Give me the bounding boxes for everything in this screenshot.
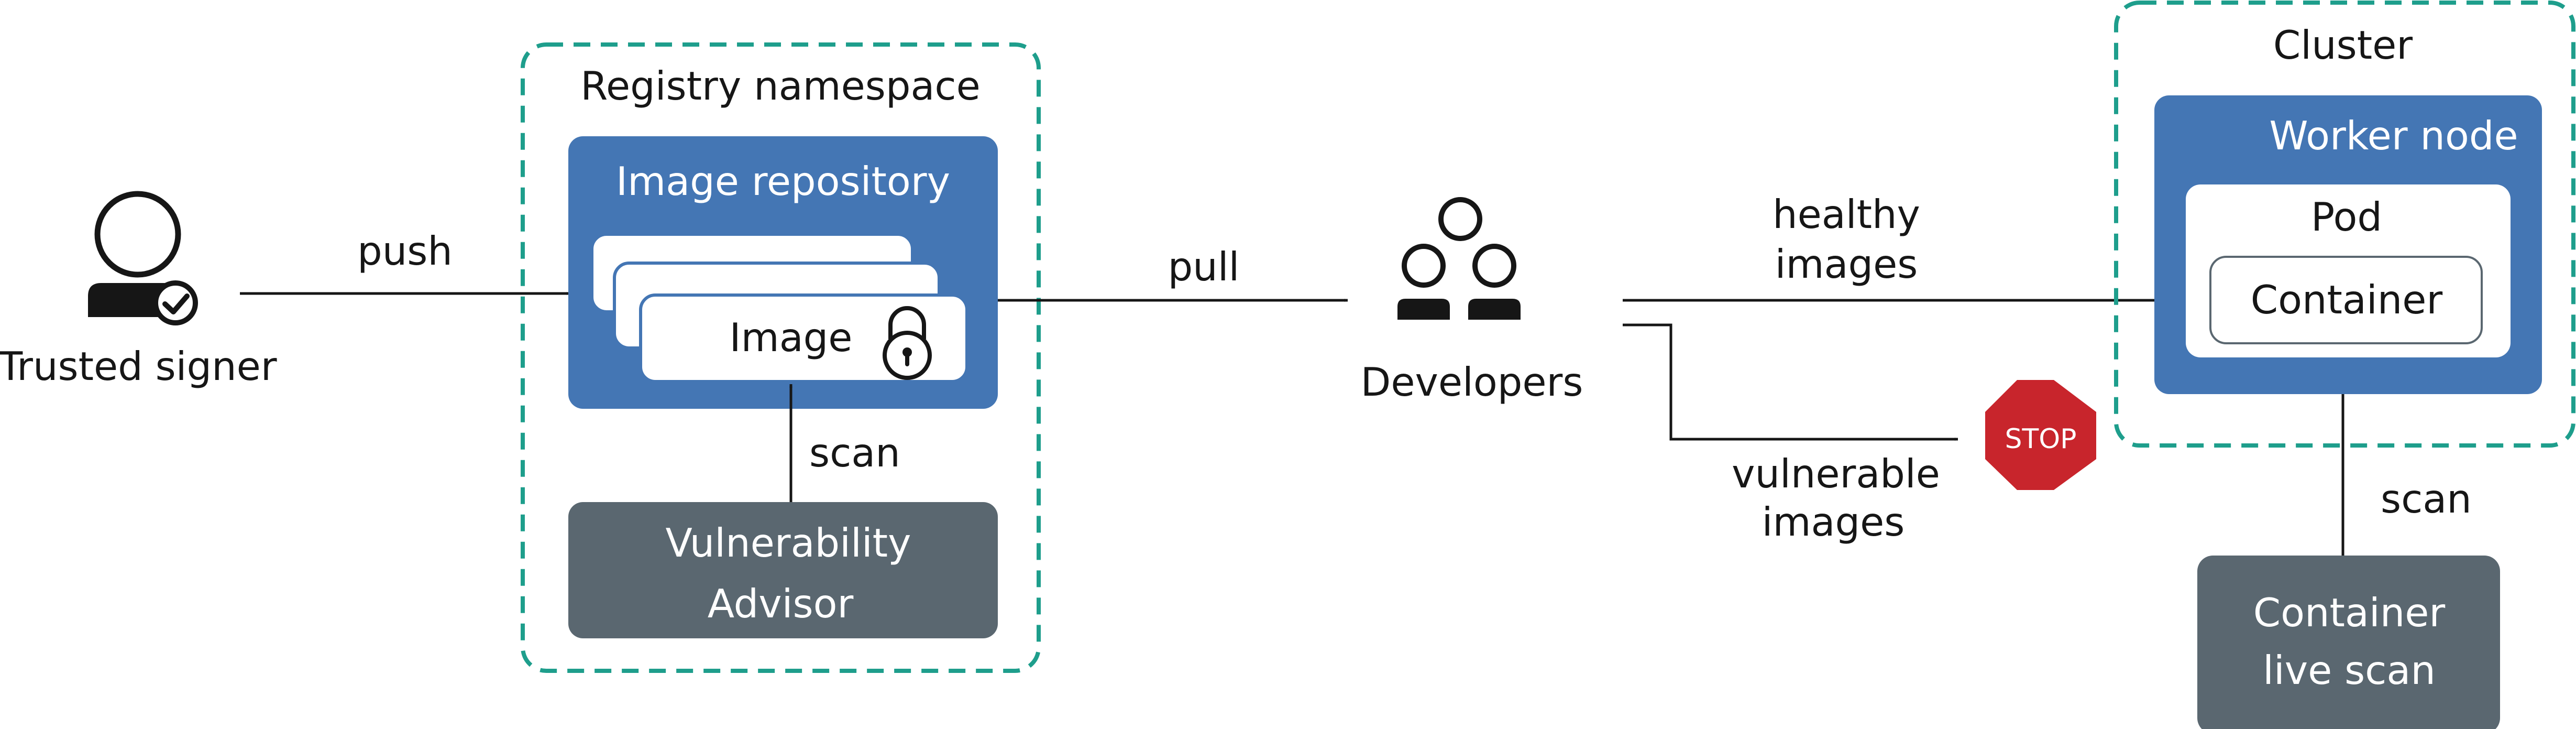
worker-node-title: Worker node bbox=[2269, 113, 2518, 159]
developers-label: Developers bbox=[1361, 359, 1583, 405]
container-label: Container bbox=[2251, 277, 2443, 323]
pull-edge: pull bbox=[998, 244, 1348, 302]
image-repository-title: Image repository bbox=[616, 158, 950, 204]
registry-namespace-title: Registry namespace bbox=[580, 63, 981, 109]
stop-sign-icon: STOP bbox=[1985, 380, 2096, 490]
vulnerability-advisor-line-1: Vulnerability bbox=[666, 520, 911, 566]
healthy-images-edge: healthy images bbox=[1623, 191, 2187, 302]
pull-label: pull bbox=[1168, 244, 1240, 290]
pod-title: Pod bbox=[2311, 194, 2382, 240]
va-scan-label: scan bbox=[809, 430, 900, 476]
image-repository: Image repository Image bbox=[568, 136, 998, 409]
push-label: push bbox=[357, 228, 453, 274]
container-live-scan: Container live scan bbox=[2197, 556, 2500, 729]
trusted-signer: Trusted signer bbox=[0, 191, 277, 389]
live-scan-label: scan bbox=[2381, 476, 2472, 522]
image-card: Image bbox=[639, 293, 968, 383]
cluster: Cluster Worker node Pod Container bbox=[2114, 1, 2575, 448]
healthy-images-line-1: healthy bbox=[1773, 191, 1920, 237]
stop-sign-label: STOP bbox=[2005, 423, 2076, 455]
container-live-scan-line-2: live scan bbox=[2263, 647, 2436, 693]
trusted-signer-label: Trusted signer bbox=[0, 343, 277, 389]
vulnerability-advisor: Vulnerability Advisor bbox=[568, 502, 998, 638]
registry-namespace: Registry namespace Image repository Imag… bbox=[521, 42, 1041, 673]
push-edge: push bbox=[240, 228, 570, 295]
vulnerable-images-line-2: images bbox=[1762, 499, 1905, 545]
pod: Pod Container bbox=[2186, 184, 2511, 357]
vulnerable-images-line-1: vulnerable bbox=[1732, 451, 1940, 497]
user-group-icon bbox=[1397, 197, 1521, 320]
vulnerability-advisor-line-2: Advisor bbox=[708, 581, 854, 627]
healthy-images-line-2: images bbox=[1775, 241, 1918, 287]
worker-node: Worker node Pod Container bbox=[2154, 95, 2542, 394]
developers: Developers bbox=[1361, 197, 1583, 405]
container: Container bbox=[2209, 256, 2483, 344]
cluster-title: Cluster bbox=[2273, 22, 2413, 68]
container-live-scan-line-1: Container bbox=[2253, 590, 2446, 636]
vulnerable-images-edge: vulnerable images bbox=[1623, 323, 1958, 545]
user-verified-icon bbox=[88, 191, 198, 325]
lock-icon bbox=[883, 306, 932, 380]
image-label: Image bbox=[730, 314, 853, 361]
